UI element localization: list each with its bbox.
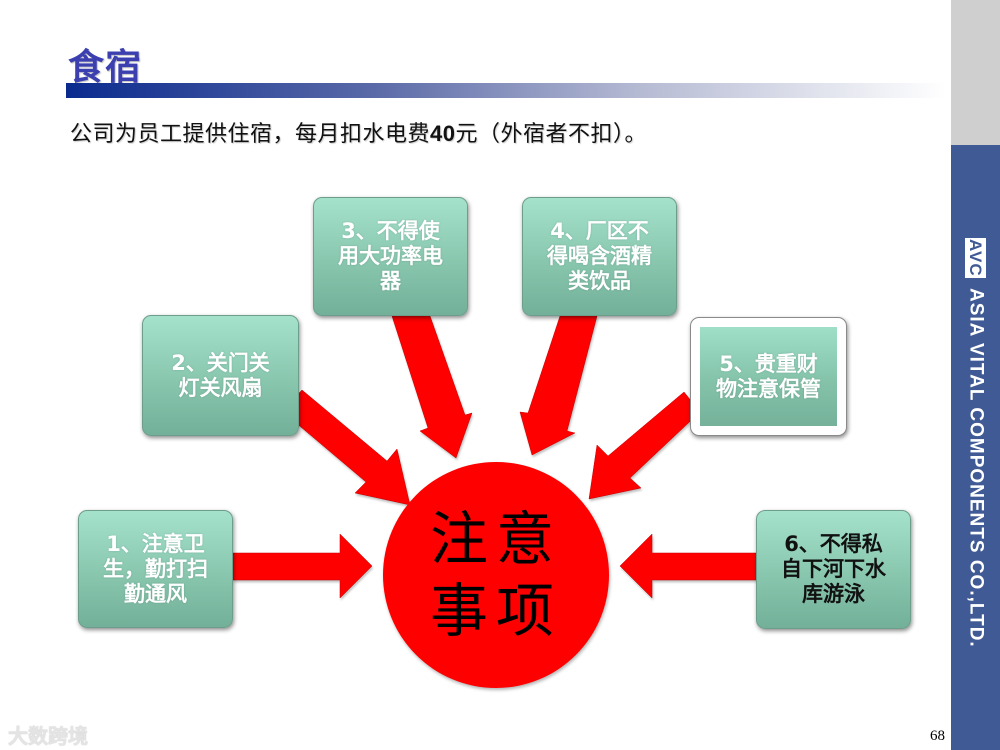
arrow-down-icon xyxy=(391,315,473,459)
subtitle-amount: 40 xyxy=(430,121,456,146)
rule-card-2-line-2: 灯关风扇 xyxy=(178,375,263,400)
rule-card-1-line-3: 勤通风 xyxy=(124,581,187,606)
rule-card-3-line-2: 用大功率电 xyxy=(338,244,443,268)
sidebar-brand: AVC ASIA VITAL COMPONENTS CO.,LTD. xyxy=(951,238,1000,698)
rule-card-3-line-1: 3、不得使 xyxy=(341,219,440,243)
watermark: 大数跨境 xyxy=(8,724,88,748)
rule-card-2: 2、关门关 灯关风扇 xyxy=(142,315,299,436)
rule-card-6-line-2: 自下河下水 xyxy=(781,557,886,581)
slide-title: 食宿 xyxy=(68,47,143,88)
arrows-layer xyxy=(232,315,758,599)
rule-card-5-line-1: 5、贵重财 xyxy=(719,351,818,376)
arrow-left-icon xyxy=(619,533,758,599)
rule-card-5-line-2: 物注意保管 xyxy=(716,376,821,401)
rule-card-6: 6、不得私 自下河下水 库游泳 xyxy=(756,510,911,629)
subtitle-text-before: 公司为员工提供住宿，每月扣水电费 xyxy=(70,122,431,147)
sidebar-top-panel xyxy=(951,0,1000,145)
rule-card-5: 5、贵重财 物注意保管 xyxy=(690,317,847,436)
center-topic-circle: 注意 事项 xyxy=(383,462,609,688)
rule-card-4: 4、厂区不 得喝含酒精 类饮品 xyxy=(522,197,677,316)
rule-card-4-line-2: 得喝含酒精 xyxy=(547,244,652,268)
rule-card-6-line-1: 6、不得私 xyxy=(784,532,883,556)
center-topic-line-2: 事项 xyxy=(429,577,562,645)
rule-card-4-line-1: 4、厂区不 xyxy=(550,219,649,243)
arrow-down-right-icon xyxy=(281,389,411,506)
center-topic-line-1: 注意 xyxy=(429,505,562,573)
page-number: 68 xyxy=(930,728,945,744)
rule-card-1-line-2: 生，勤打扫 xyxy=(103,556,208,581)
arrow-down-icon xyxy=(519,315,598,456)
arrow-down-left-icon xyxy=(588,391,701,500)
avc-logo: AVC xyxy=(965,238,986,278)
slide-subtitle: 公司为员工提供住宿，每月扣水电费40元（外宿者不扣）。 xyxy=(70,116,647,148)
rule-card-4-line-3: 类饮品 xyxy=(568,269,631,293)
subtitle-text-after: 元（外宿者不扣）。 xyxy=(455,122,648,147)
company-name: ASIA VITAL COMPONENTS CO.,LTD. xyxy=(965,287,987,648)
rule-card-2-line-1: 2、关门关 xyxy=(171,350,270,375)
rule-card-1-line-1: 1、注意卫 xyxy=(106,531,205,556)
title-gradient-bar xyxy=(66,83,946,98)
arrow-right-icon xyxy=(232,533,373,599)
rule-card-6-line-3: 库游泳 xyxy=(802,582,865,606)
rule-card-1: 1、注意卫 生，勤打扫 勤通风 xyxy=(78,510,233,628)
rule-card-3-line-3: 器 xyxy=(380,269,401,293)
rule-card-3: 3、不得使 用大功率电 器 xyxy=(313,197,468,316)
